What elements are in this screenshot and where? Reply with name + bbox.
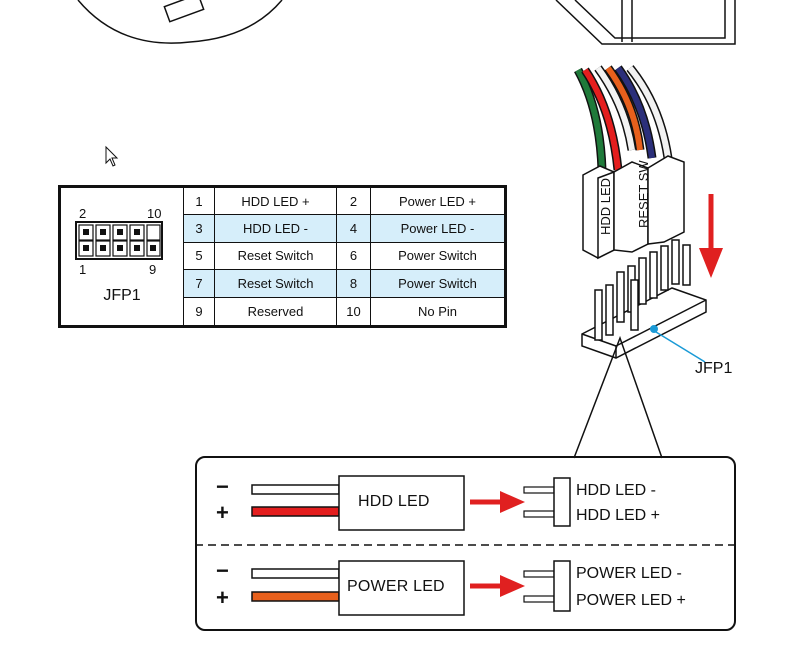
pin-table-grid: 1 HDD LED + 2 Power LED + 3 HDD LED - 4 …: [184, 188, 504, 325]
case-inner: [574, 0, 726, 39]
wire-green: [575, 68, 605, 171]
pin-number: 4: [337, 215, 371, 243]
pin-number: 3: [184, 215, 215, 243]
wiring-callout: [195, 456, 736, 631]
hdd-header-block: [553, 477, 571, 527]
power-led-box: [338, 560, 465, 616]
pin-number: 10: [337, 297, 371, 325]
cursor-icon: [105, 145, 119, 167]
pin-signal: Reset Switch: [215, 270, 337, 298]
header-pin-diagram: 2 10 1 9: [61, 188, 184, 325]
pin-number: 6: [337, 242, 371, 271]
pin-number: 2: [337, 188, 371, 216]
power-arrow-head: [500, 575, 525, 597]
pin-signal: Reset Switch: [215, 242, 337, 271]
header-pins: [594, 239, 691, 341]
connector-block-reset: [647, 155, 685, 245]
pin-label-1: 1: [79, 262, 87, 277]
connector-hdd-label: HDD LED: [598, 177, 613, 235]
pin-signal: HDD LED -: [215, 215, 337, 243]
pin-signal: Power LED +: [371, 188, 504, 216]
pin-signal: Power Switch: [371, 243, 504, 271]
power-header-block: [553, 560, 571, 612]
pin-signal: HDD LED +: [215, 188, 337, 216]
hdd-plus-label: HDD LED +: [576, 507, 661, 524]
pin-number: 8: [337, 270, 371, 298]
pin-signal: Power Switch: [371, 270, 504, 298]
wire-white: [595, 66, 635, 151]
insert-arrow-head: [699, 248, 723, 278]
pin-label-9: 9: [149, 262, 157, 277]
wire-navy: [615, 66, 655, 159]
jfp1-callout-label: JFP1: [695, 360, 733, 377]
pin-number: 7: [184, 270, 215, 298]
wire-white-2: [627, 66, 671, 159]
pin-label-10: 10: [147, 206, 162, 221]
hdd-arrow-head: [500, 491, 525, 513]
callout-pointer: [573, 335, 663, 459]
power-minus-label: POWER LED -: [576, 565, 682, 582]
hdd-minus-sign: −: [216, 474, 229, 499]
detail-circle-outline: [77, 0, 283, 44]
pin-label-2: 2: [79, 206, 87, 221]
wire-orange: [605, 66, 643, 151]
pin-definition-table: 2 10 1 9: [58, 185, 507, 328]
pin-marker: [650, 325, 658, 333]
pin-signal: Power LED -: [371, 215, 504, 243]
pin-header-base: [581, 287, 707, 359]
hdd-led-box-label: HDD LED: [358, 493, 430, 510]
hdd-plus-sign: +: [216, 500, 229, 525]
header-name: JFP1: [103, 287, 141, 304]
hdd-led-box: [338, 475, 465, 531]
jfp1-leader-line: [655, 331, 706, 363]
connector-reset-label: RESET SW: [636, 160, 651, 228]
detail-connector: [163, 0, 205, 23]
pin-signal: Reserved: [215, 297, 337, 325]
case-outline: [555, 0, 736, 45]
hdd-minus-label: HDD LED -: [576, 482, 657, 499]
pin-grid-icon: [75, 221, 163, 260]
pin-signal: No Pin: [417, 303, 458, 319]
pin-number: 5: [184, 242, 215, 271]
pin-number: 1: [184, 188, 215, 216]
wire-red: [582, 68, 621, 171]
power-plus-label: POWER LED +: [576, 592, 686, 609]
power-minus-sign: −: [216, 558, 229, 583]
power-led-box-label: POWER LED: [347, 578, 445, 595]
power-plus-sign: +: [216, 585, 229, 610]
pin-number: 9: [184, 297, 215, 325]
